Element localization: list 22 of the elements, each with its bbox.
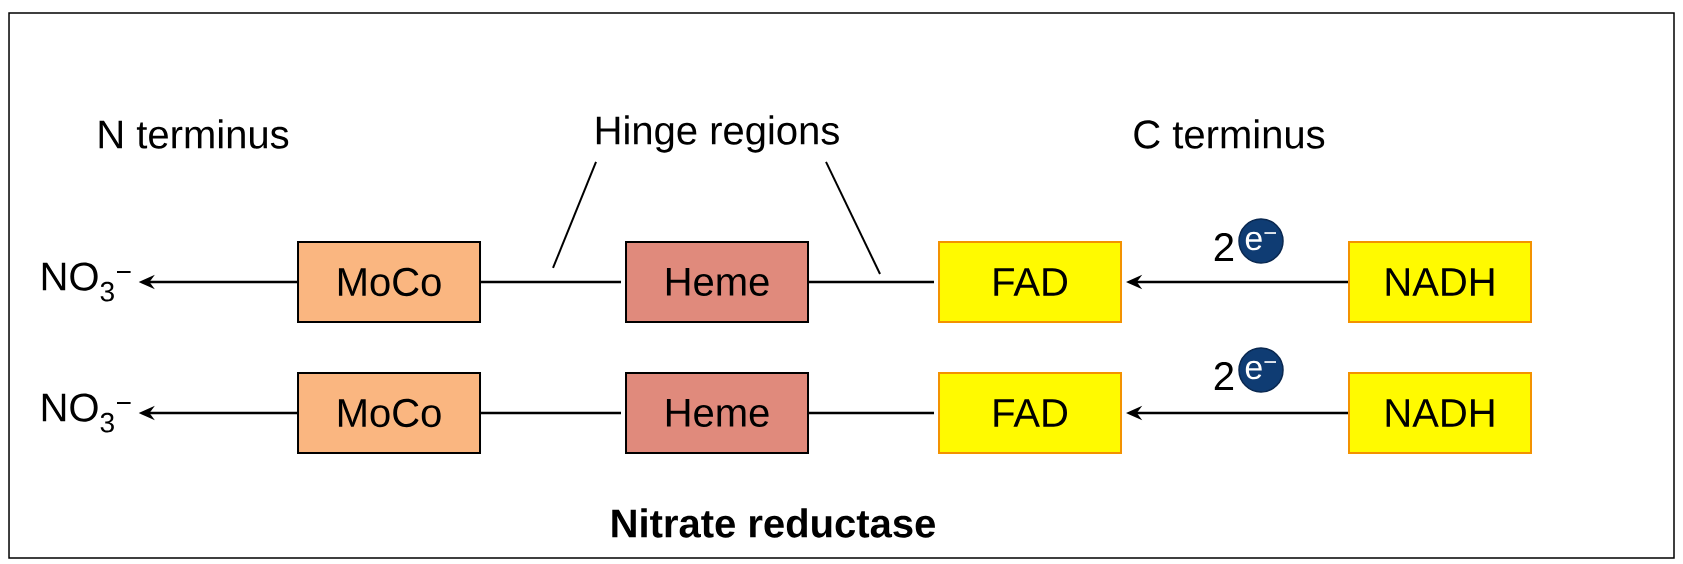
- linker-line: [481, 280, 621, 284]
- linker-line: [481, 411, 621, 415]
- node-text: NO$_{3}$−: [42, 393, 131, 433]
- domain-box: FAD: [938, 372, 1122, 454]
- domain-box: MoCo: [297, 372, 481, 454]
- node-text: NO$_{3}$−: [42, 262, 131, 302]
- electron-count: 2: [1214, 362, 1234, 390]
- hinge-regions-label: Hinge regions: [596, 115, 839, 153]
- domain-box: NADH: [1348, 241, 1532, 323]
- domain-box: Heme: [625, 241, 809, 323]
- terminus-label: C terminus: [1134, 119, 1325, 149]
- domain-box: MoCo: [297, 241, 481, 323]
- linker-line: [809, 411, 934, 415]
- leader-line: [552, 160, 597, 269]
- domain-box: NADH: [1348, 372, 1532, 454]
- electron-count: 2: [1214, 233, 1234, 261]
- terminus-label: N terminus: [99, 119, 289, 149]
- leader-line: [825, 160, 881, 275]
- domain-box: FAD: [938, 241, 1122, 323]
- linker-line: [809, 280, 934, 284]
- caption: Nitrate reductase: [612, 508, 935, 538]
- domain-box: Heme: [625, 372, 809, 454]
